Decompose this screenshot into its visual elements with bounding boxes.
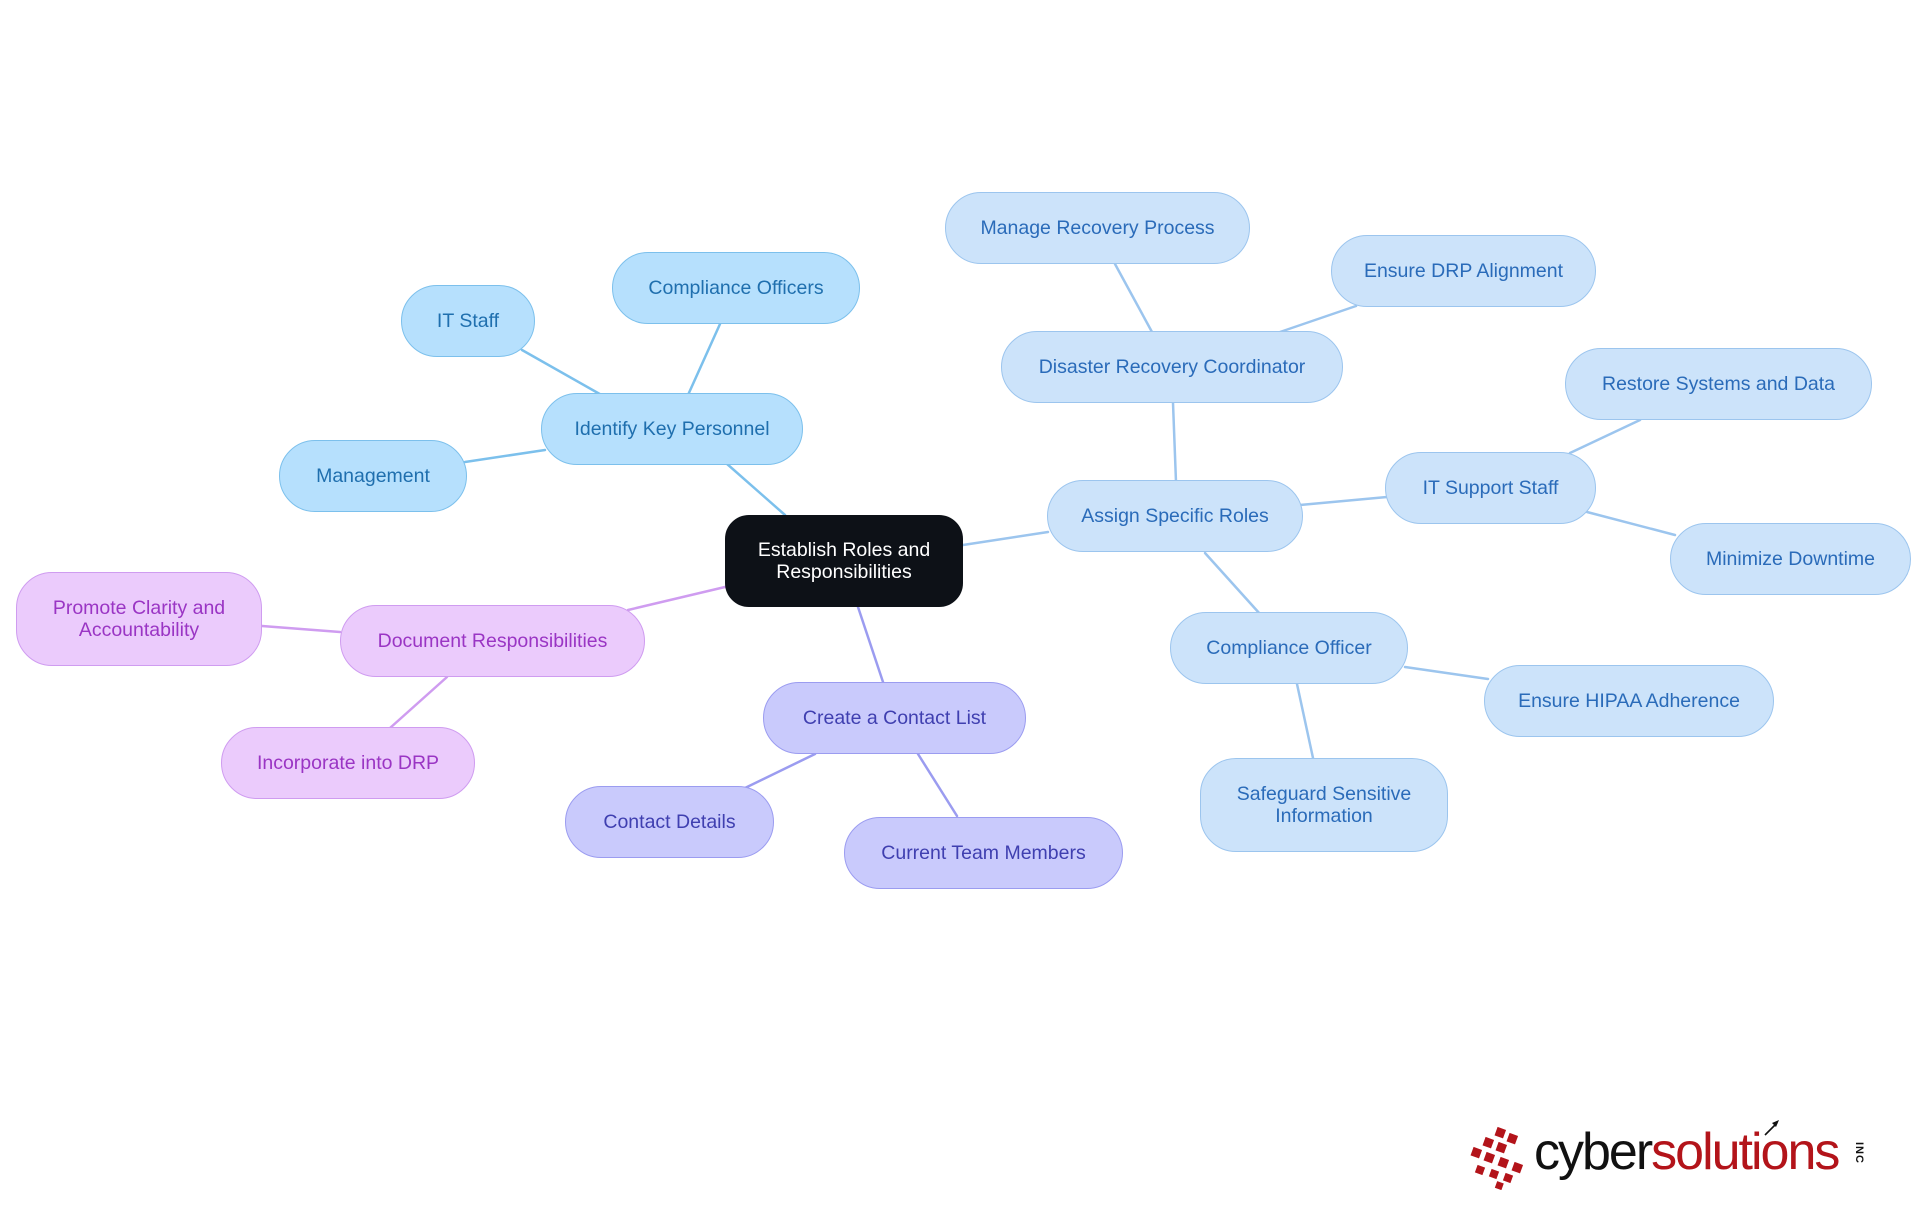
logo-word-cyber: cyber (1534, 1123, 1653, 1181)
edge-identify-compliance (686, 322, 722, 397)
node-compliance-officer[interactable]: Compliance Officer (1170, 612, 1408, 684)
edge-itsupport-minimize (1585, 510, 1677, 537)
leaf-manage-recovery-process[interactable]: Manage Recovery Process (945, 192, 1250, 264)
branch-identify-key-personnel[interactable]: Identify Key Personnel (541, 393, 803, 465)
edge-drc-manage (1113, 262, 1154, 334)
edge-compliance-hipaa (1403, 665, 1490, 681)
edge-drc-ensure (1278, 304, 1358, 334)
leaf-promote-clarity-and-accountability[interactable]: Promote Clarity and Accountability (16, 572, 262, 666)
edge-root-assign (961, 530, 1050, 547)
logo-word-solutions: solutions (1651, 1123, 1840, 1181)
leaf-contact-details[interactable]: Contact Details (565, 786, 774, 858)
root-node[interactable]: Establish Roles and Responsibilities (725, 515, 963, 607)
node-it-support-staff[interactable]: IT Support Staff (1385, 452, 1596, 524)
leaf-management[interactable]: Management (279, 440, 467, 512)
edge-root-document (626, 585, 727, 612)
edge-document-promote (260, 624, 342, 634)
edge-root-contact (856, 605, 885, 684)
leaf-current-team-members[interactable]: Current Team Members (844, 817, 1123, 889)
edge-compliance-safeguard (1295, 682, 1315, 760)
branch-create-contact-list[interactable]: Create a Contact List (763, 682, 1026, 754)
leaf-safeguard-sensitive-information[interactable]: Safeguard Sensitive Information (1200, 758, 1448, 852)
branch-document-responsibilities[interactable]: Document Responsibilities (340, 605, 645, 677)
edge-assign-compliance (1203, 551, 1262, 616)
edge-document-incorporate (388, 675, 449, 730)
node-disaster-recovery-coordinator[interactable]: Disaster Recovery Coordinator (1001, 331, 1343, 403)
branch-assign-specific-roles[interactable]: Assign Specific Roles (1047, 480, 1303, 552)
leaf-compliance-officers[interactable]: Compliance Officers (612, 252, 860, 324)
edge-contact-details (743, 752, 817, 790)
edge-assign-itsupport (1298, 495, 1389, 507)
logo-mark-icon (1470, 1126, 1524, 1190)
logo-wordmark: cybersolutions (1534, 1120, 1840, 1184)
edge-contact-team (916, 752, 959, 818)
leaf-incorporate-into-drp[interactable]: Incorporate into DRP (221, 727, 475, 799)
logo-arrow-icon (1764, 1120, 1779, 1136)
edge-itsupport-restore (1568, 418, 1642, 455)
edge-identify-itstaff (520, 348, 607, 399)
edge-identify-management (463, 448, 547, 464)
leaf-ensure-hipaa-adherence[interactable]: Ensure HIPAA Adherence (1484, 665, 1774, 737)
leaf-ensure-drp-alignment[interactable]: Ensure DRP Alignment (1331, 235, 1596, 307)
leaf-restore-systems-and-data[interactable]: Restore Systems and Data (1565, 348, 1872, 420)
logo-inc-label: INC (1853, 1142, 1865, 1164)
leaf-it-staff[interactable]: IT Staff (401, 285, 535, 357)
cybersolutions-logo: cybersolutions INC (1466, 1118, 1876, 1198)
leaf-minimize-downtime[interactable]: Minimize Downtime (1670, 523, 1911, 595)
edge-root-identify (716, 454, 787, 517)
edge-assign-drc (1171, 401, 1178, 484)
